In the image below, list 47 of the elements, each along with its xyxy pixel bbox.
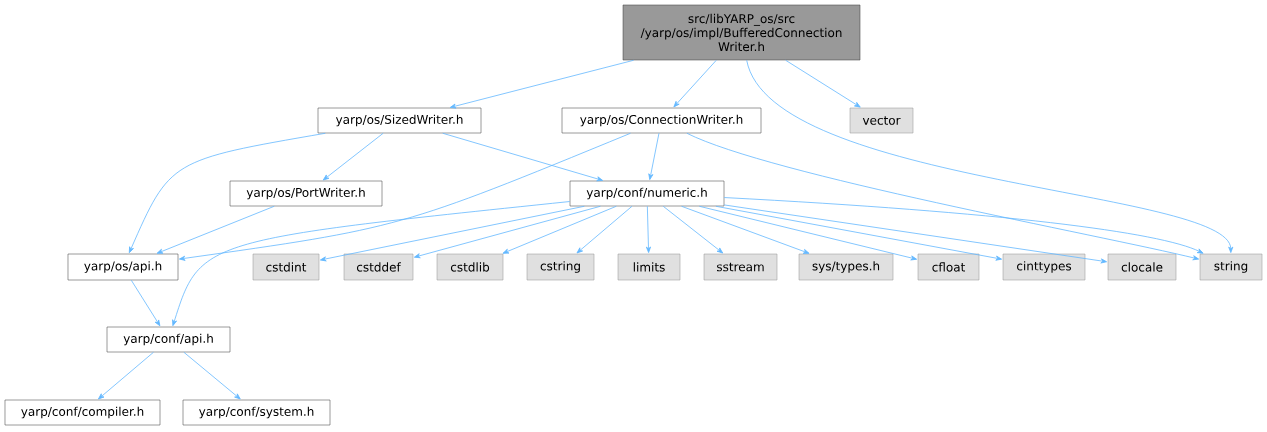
header-box: cfloat [917,253,980,281]
header-box: yarp/conf/system.h [182,399,331,426]
arrow [723,204,1107,264]
arrow [413,205,601,259]
arrow [156,205,275,254]
arrow [442,132,604,182]
arrow [502,205,617,254]
header-box: src/libYARP_os/src /yarp/os/impl/BufferedConnection Writer.h [622,4,861,61]
arrow [686,132,1200,261]
header-box: string [1199,253,1263,281]
header-box: sys/types.h [798,253,894,281]
header-box: sstream [703,253,778,281]
arrow [322,132,384,181]
arrow [98,351,154,400]
header-box: vector [849,107,914,134]
arrow [662,205,724,254]
header-box: cstring [526,253,595,281]
arrow [785,59,861,108]
header-box: yarp/conf/api.h [106,326,231,353]
header-box: yarp/conf/numeric.h [569,180,725,207]
arrow [576,205,633,254]
arrow [645,205,651,253]
header-box: cstddef [343,253,414,281]
header-box: cinttypes [1002,253,1086,281]
header-box: yarp/os/PortWriter.h [229,180,383,207]
header-box: limits [617,253,681,281]
header-box: clocale [1107,253,1177,281]
header-box: cstdlib [436,253,504,281]
header-box: yarp/os/SizedWriter.h [317,107,482,134]
header-box: yarp/os/ConnectionWriter.h [561,107,762,134]
arrow [130,279,161,327]
header-box: yarp/os/api.h [67,253,179,281]
arrow [172,201,571,327]
arrow [723,197,1204,254]
arrow [673,59,717,108]
arrow [449,59,634,109]
arrow [698,205,918,261]
arrow [179,132,631,261]
arrow [681,205,810,254]
header-box: cstdint [252,253,320,281]
header-box: yarp/conf/compiler.h [4,399,161,426]
arrow [183,351,241,400]
arrow [128,132,326,254]
arrow [715,205,1003,261]
arrow [648,132,660,180]
arrow [746,59,1234,253]
arrow [320,205,585,262]
